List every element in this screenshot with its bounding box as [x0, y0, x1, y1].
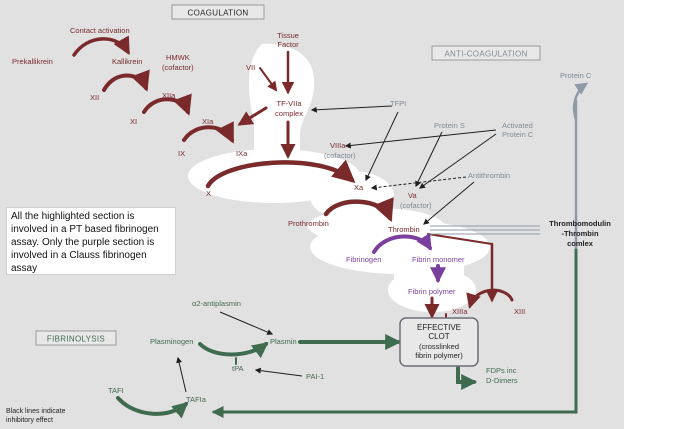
- label-vii: VII: [246, 63, 255, 72]
- label-protein-c-top: Protein C: [560, 71, 592, 80]
- label-clot-1: EFFECTIVE: [417, 323, 461, 332]
- label-xiia: XIIa: [162, 91, 176, 100]
- label-va: Va: [408, 191, 417, 200]
- label-prothrombin: Prothrombin: [288, 219, 329, 228]
- legend-line-2: inhibitory effect: [6, 417, 53, 424]
- arc-xi-xia: [142, 93, 192, 116]
- tfpi-to-tfviia: [310, 105, 393, 113]
- label-fibrinogen: Fibrinogen: [346, 255, 381, 264]
- label-hmwk: HMWK: [166, 53, 190, 62]
- label-tissue: Tissue: [277, 31, 299, 40]
- label-fdps-1: FDPs inc: [486, 366, 517, 375]
- label-xi: XI: [130, 117, 137, 126]
- label-protein-c: Protein C: [502, 130, 534, 139]
- label-xiii: XIII: [514, 307, 525, 316]
- label-xii: XII: [90, 93, 99, 102]
- section-coagulation-label: COAGULATION: [188, 9, 249, 18]
- label-factor: Factor: [277, 40, 299, 49]
- coagulation-arrows: [72, 35, 514, 319]
- label-clot-2: CLOT: [428, 332, 449, 341]
- section-coagulation-box: COAGULATION: [171, 4, 265, 20]
- arc-fibrinogen-monomer: [372, 232, 432, 254]
- label-viiia-cofactor: (cofactor): [324, 151, 356, 160]
- arrow-tfviia-ixa: [237, 106, 268, 126]
- label-xiiia: XIIIa: [452, 307, 468, 316]
- antithrombin-to-thrombin: [423, 181, 475, 225]
- fibrinolysis-labels: α2-antiplasmin Plasminogen Plasmin tPA P…: [108, 299, 518, 404]
- label-va-cofactor: (cofactor): [400, 201, 432, 210]
- label-x: X: [206, 189, 211, 198]
- anticoagulation-labels: TFPI Protein S Activated Protein C Prote…: [390, 71, 611, 248]
- label-tf-viia: TF-VIIa: [276, 99, 302, 108]
- arc-tafi-tafia: [116, 396, 189, 419]
- label-ixa: IXa: [236, 149, 248, 158]
- assay-note: All the highlighted section is involved …: [6, 207, 176, 275]
- section-anticoagulation-label: ANTI-COAGULATION: [444, 50, 527, 59]
- label-contact-activation: Contact activation: [70, 26, 130, 35]
- label-viiia: VIIIa: [330, 141, 346, 150]
- activated-protein-c-to-va: [419, 133, 497, 189]
- antithrombin-to-xa: [370, 176, 467, 191]
- label-tpa: tPA: [232, 364, 244, 373]
- label-thrombin: Thrombin: [388, 225, 420, 234]
- label-hmwk-cofactor: (cofactor): [162, 63, 194, 72]
- arrow-clot-fdps: [456, 366, 478, 390]
- label-fibrin-polymer: Fibrin polymer: [408, 287, 456, 296]
- label-thrombomodulin-3: comlex: [567, 239, 594, 248]
- label-clot-3: (crosslinked: [419, 342, 459, 351]
- label-a2-antiplasmin: α2-antiplasmin: [192, 299, 241, 308]
- arc-ix-ixa: [182, 121, 234, 144]
- label-ix: IX: [178, 149, 185, 158]
- fibrinolysis-arrows: [116, 248, 578, 419]
- label-antithrombin: Antithrombin: [468, 171, 510, 180]
- coagulation-labels: Contact activation Prekallikrein Kallikr…: [12, 26, 525, 316]
- protein-s-to-va: [415, 131, 443, 188]
- arc-xiii-xiiia: [466, 288, 514, 309]
- arc-prothrombin-thrombin: [323, 197, 394, 223]
- label-tafia: TAFIa: [186, 395, 207, 404]
- label-tf-viia-complex: complex: [275, 109, 303, 118]
- label-xia: XIa: [202, 117, 214, 126]
- effective-clot-box: [399, 317, 479, 367]
- section-anticoagulation-box: ANTI-COAGULATION: [431, 45, 541, 61]
- legend-line-1: Black lines indicate: [6, 408, 66, 415]
- label-fdps-2: D-Dimers: [486, 376, 518, 385]
- label-clot-4: fibrin polymer): [415, 351, 463, 360]
- label-protein-s: Protein S: [434, 121, 465, 130]
- activated-protein-c-to-viiia: [344, 129, 497, 149]
- arc-xii-xiia: [102, 69, 150, 92]
- inhibitory-arrows: [176, 105, 497, 393]
- label-plasminogen: Plasminogen: [150, 337, 193, 346]
- thrombomodulin-to-tafia-line: [211, 248, 578, 418]
- clot-labels: EFFECTIVE CLOT (crosslinked fibrin polym…: [415, 323, 463, 360]
- arc-contact-activation: [72, 35, 130, 57]
- clauss-arrows: [372, 232, 446, 284]
- label-fibrin-monomer: Fibrin monomer: [412, 255, 465, 264]
- section-fibrinolysis-box: FIBRINOLYSIS: [35, 330, 117, 346]
- protein-c-return-arrow: [572, 82, 589, 121]
- arc-x-xa: [205, 159, 356, 189]
- label-kallikrein: Kallikrein: [112, 57, 142, 66]
- tafia-to-plasminogen: [176, 356, 187, 393]
- label-thrombomodulin-1: Thrombomodulin: [549, 219, 611, 228]
- arrow-vii-tfviia: [259, 67, 278, 92]
- label-prekallikrein: Prekallikrein: [12, 57, 53, 66]
- section-fibrinolysis-label: FIBRINOLYSIS: [47, 335, 105, 344]
- highlight-region: [188, 43, 490, 312]
- label-xa: Xa: [354, 183, 364, 192]
- pai1-to-tpa: [254, 367, 303, 377]
- a2-antiplasmin-to-plasmin: [219, 311, 274, 335]
- arc-plasminogen-plasmin: [198, 342, 269, 359]
- label-tafi: TAFI: [108, 386, 124, 395]
- arrow-thrombin-right: [427, 233, 493, 245]
- label-thrombomodulin-2: -Thrombin: [561, 229, 598, 238]
- tfpi-to-xa: [365, 111, 399, 182]
- label-pai1: PAI-1: [306, 372, 324, 381]
- label-activated: Activated: [502, 121, 533, 130]
- label-tfpi: TFPI: [390, 99, 406, 108]
- legend: Black lines indicate inhibitory effect: [6, 408, 66, 424]
- label-plasmin: Plasmin: [270, 337, 297, 346]
